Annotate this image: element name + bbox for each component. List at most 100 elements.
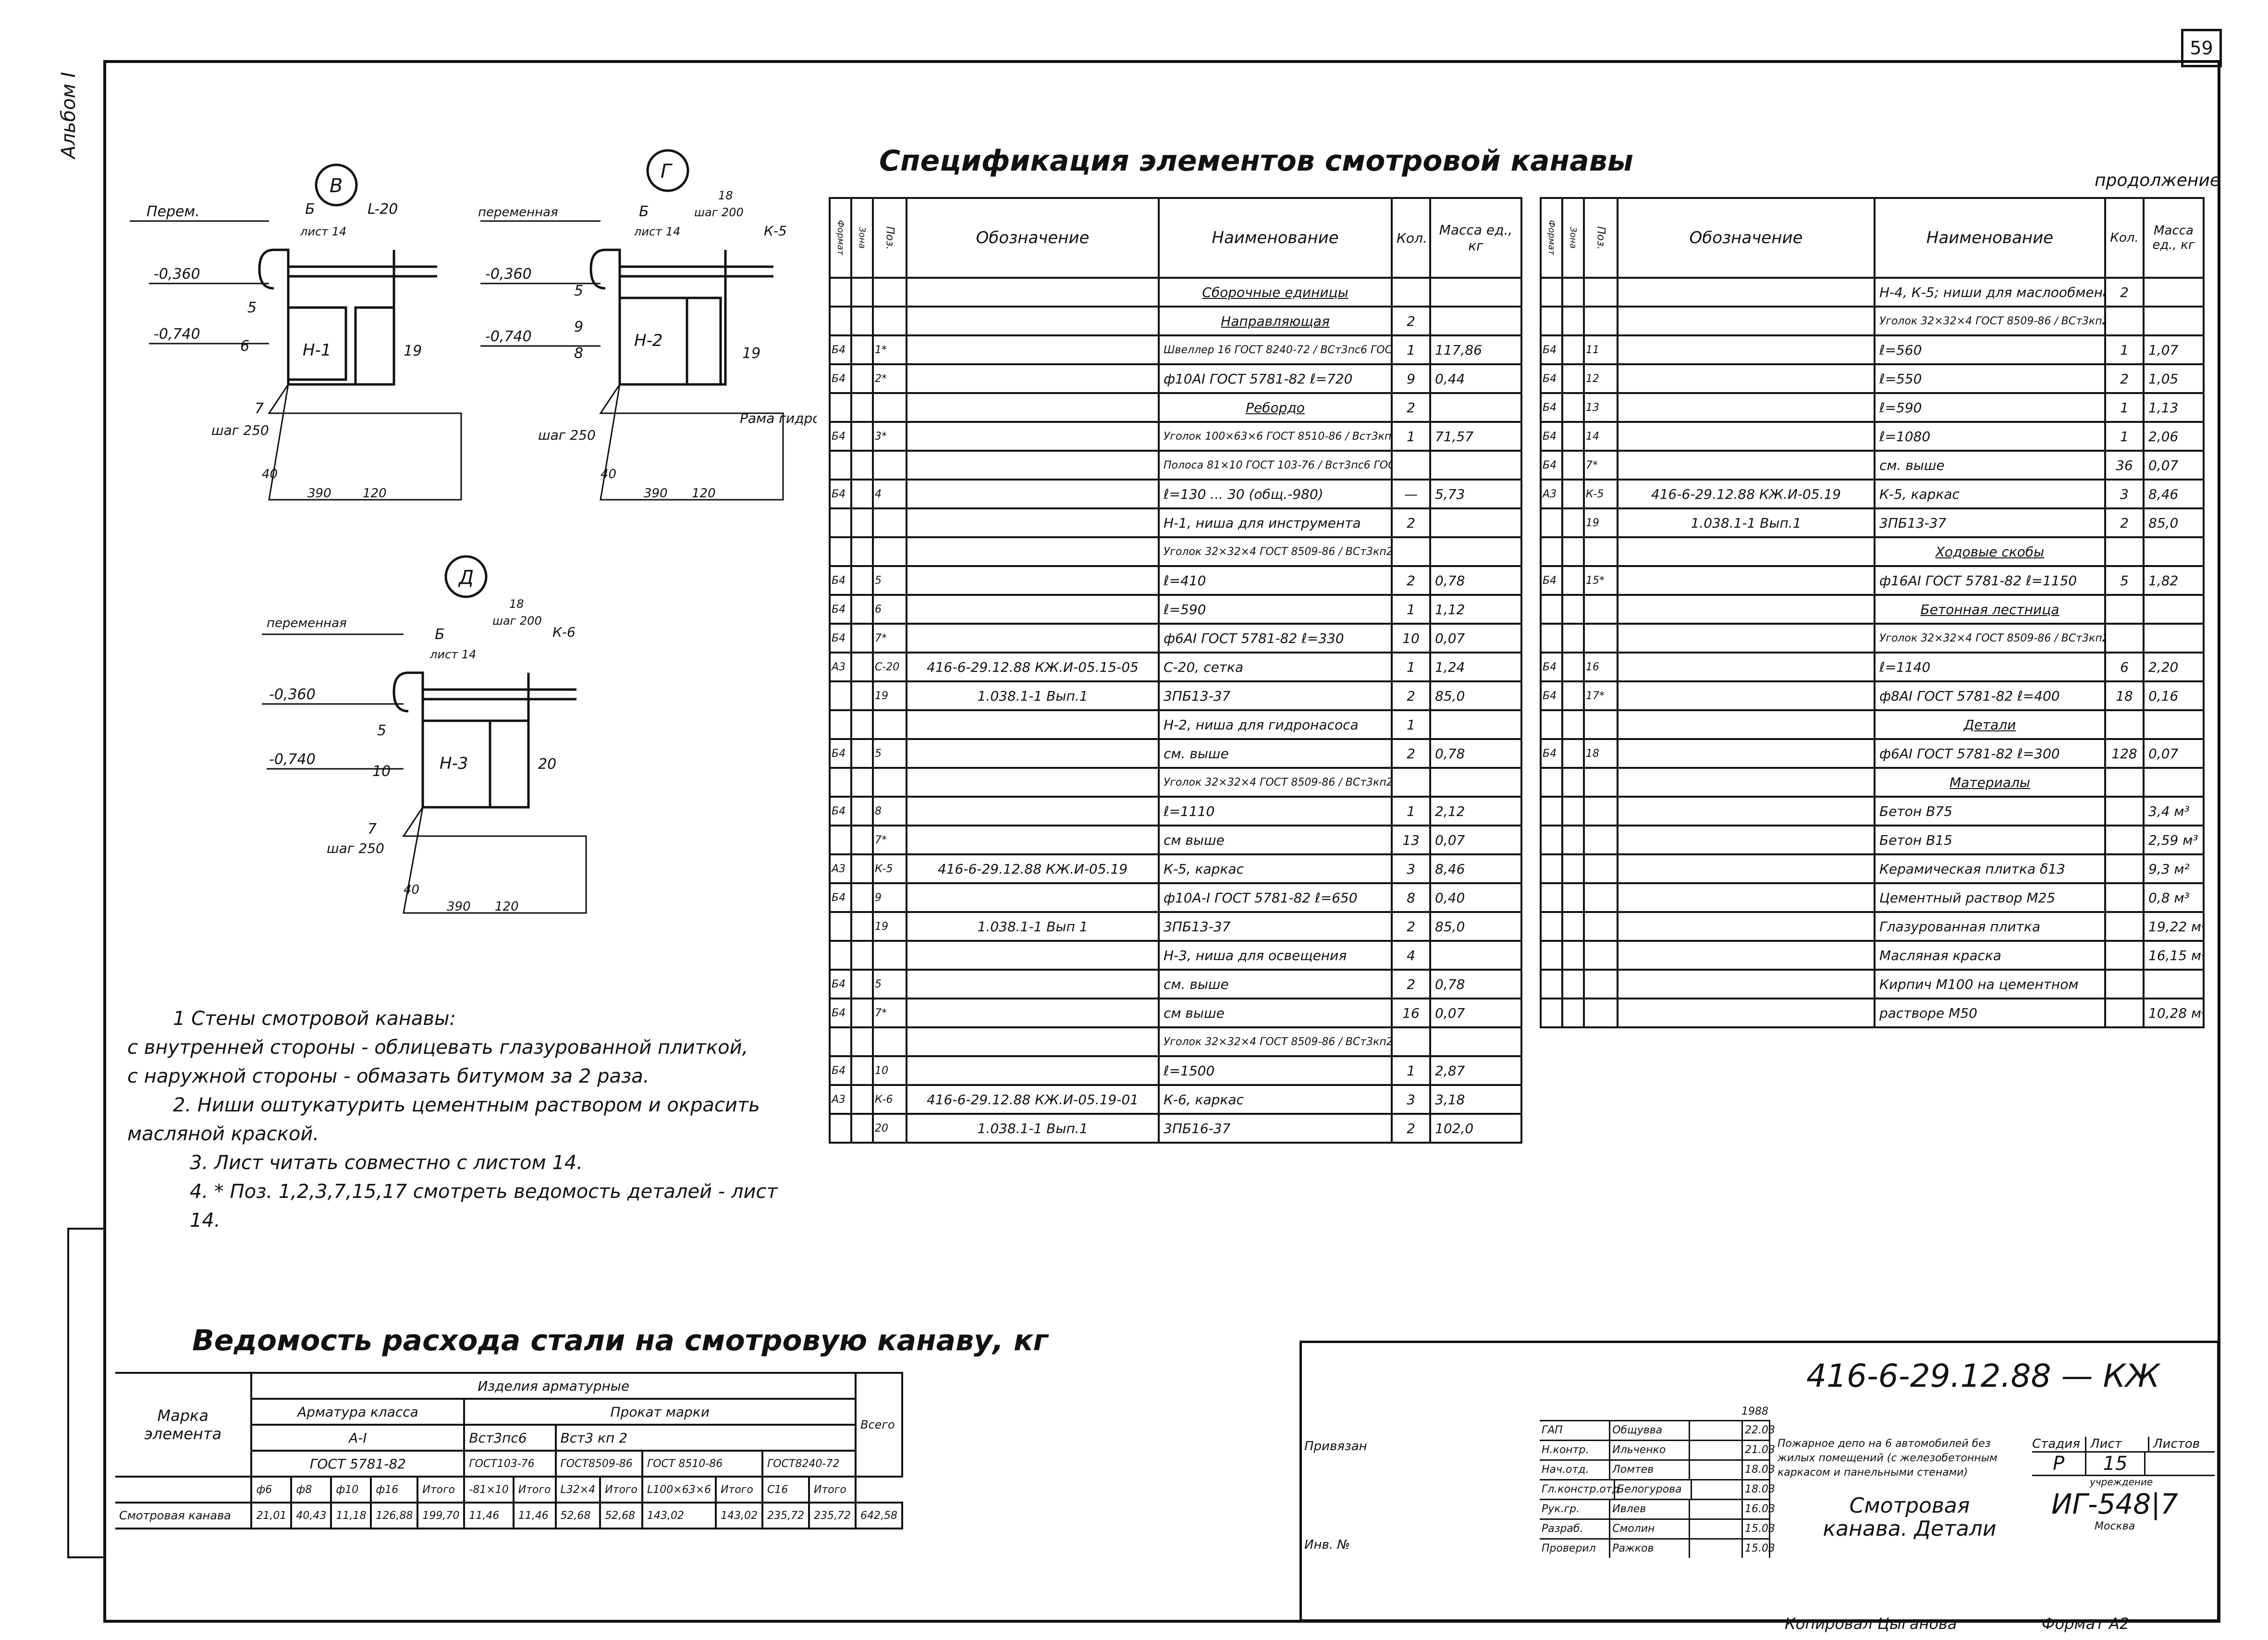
spec-cell-pos: 19	[872, 680, 907, 711]
spec-cell-name: ℓ=550	[1874, 363, 2106, 394]
spec-cell-pos	[872, 767, 907, 798]
spec-cell-pos	[1583, 594, 1618, 625]
spec-cell-qty: 3	[2104, 479, 2145, 509]
detail-v-list: лист 14	[300, 225, 346, 238]
spec-cell-qty	[2104, 623, 2145, 654]
spec-cell-designation	[906, 363, 1160, 394]
spec-cell-zone	[850, 306, 874, 336]
spec-cell-mass: 2,12	[1429, 796, 1522, 826]
spec-cell-name: Материалы	[1874, 767, 2106, 798]
col-zone: Зона	[850, 197, 874, 279]
spec-cell-designation	[906, 450, 1160, 481]
stamp-date: 18.03	[1743, 1480, 1775, 1499]
steel-value: 199,70	[417, 1502, 466, 1529]
spec-cell-designation: 1.038.1-1 Вып.1	[906, 1113, 1160, 1144]
spec-cell-mass: 19,22 м²	[2143, 911, 2205, 942]
spec-cell-designation	[1617, 594, 1876, 625]
spec-cell-qty	[2104, 911, 2145, 942]
spec-cell-designation	[906, 392, 1160, 423]
spec-cell-qty: 2	[1391, 911, 1431, 942]
spec-cell-name: см. выше	[1158, 969, 1393, 999]
detail-v-n5: 5	[247, 299, 257, 316]
spec-cell-format: Б4	[829, 969, 852, 999]
spec-cell-designation	[906, 334, 1160, 365]
detail-v-n7: 7	[255, 400, 264, 417]
detail-g-list: лист 14	[634, 225, 680, 238]
spec-cell-zone	[850, 623, 874, 654]
spec-cell-format: Б4	[829, 796, 852, 826]
spec-cell-zone	[1561, 680, 1585, 711]
spec-cell-zone	[1561, 392, 1585, 423]
spec-cell-zone	[1561, 623, 1585, 654]
spec-cell-mass: 0,78	[1429, 738, 1522, 769]
spec-cell-mass	[1429, 277, 1522, 308]
detail-g-n18: 18	[718, 189, 733, 202]
spec-cell-qty: 1	[2104, 421, 2145, 452]
spec-cell-name: ℓ=1080	[1874, 421, 2106, 452]
stamp-city: Москва	[2095, 1520, 2135, 1532]
spec-cell-zone	[850, 767, 874, 798]
spec-cell-mass: 102,0	[1429, 1113, 1522, 1144]
spec-cell-pos: 3*	[872, 421, 907, 452]
col-designation: Обозначение	[1617, 197, 1876, 279]
stamp-role: Н.контр.	[1540, 1441, 1611, 1459]
spec-cell-designation	[1617, 363, 1876, 394]
spec-cell-designation: 416-6-29.12.88 КЖ.И-05.19-01	[906, 1084, 1160, 1115]
spec-cell-qty	[2104, 882, 2145, 913]
spec-cell-pos	[872, 306, 907, 336]
detail-g-mark: Г	[661, 160, 673, 183]
spec-cell-designation	[906, 969, 1160, 999]
spec-cell-pos	[1583, 623, 1618, 654]
steel-ai: А-I	[250, 1424, 466, 1452]
steel-sub-header: L32×4	[554, 1476, 601, 1504]
spec-cell-name: Н-3, ниша для освещения	[1158, 940, 1393, 971]
spec-cell-pos: 8	[872, 796, 907, 826]
col-pos: Поз.	[1583, 197, 1618, 279]
spec-cell-pos: 5	[872, 565, 907, 596]
col-designation: Обозначение	[906, 197, 1160, 279]
stamp-name: Ильченко	[1610, 1441, 1691, 1459]
spec-cell-mass: 1,05	[2143, 363, 2205, 394]
spec-cell-format: Б4	[829, 594, 852, 625]
spec-cell-zone	[850, 652, 874, 682]
spec-cell-designation	[906, 306, 1160, 336]
spec-cell-pos	[1583, 969, 1618, 999]
stamp-inv: Инв. №	[1304, 1538, 1350, 1552]
spec-cell-format: Б4	[1540, 450, 1563, 481]
spec-cell-qty: 2	[1391, 392, 1431, 423]
spec-cell-pos	[1583, 767, 1618, 798]
spec-cell-format: Б4	[1540, 392, 1563, 423]
stamp-name: Ивлев	[1610, 1500, 1691, 1518]
spec-cell-qty	[2104, 940, 2145, 971]
spec-cell-qty: 1	[1391, 594, 1431, 625]
spec-cell-format	[829, 1113, 852, 1144]
spec-cell-name: ф10АI ГОСТ 5781-82 ℓ=720	[1158, 363, 1393, 394]
spec-cell-qty: 2	[1391, 507, 1431, 538]
spec-cell-designation	[906, 940, 1160, 971]
spec-cell-pos	[872, 536, 907, 567]
detail-d-list: лист 14	[429, 648, 476, 661]
spec-cell-qty: 2	[1391, 1113, 1431, 1144]
steel-total-header: Всего	[855, 1372, 903, 1478]
spec-row: Бетонная лестница	[1540, 594, 2205, 625]
spec-cell-pos: 7*	[872, 825, 907, 855]
spec-cell-mass	[2143, 709, 2205, 740]
steel-gost5781: ГОСТ 5781-82	[250, 1450, 466, 1478]
spec-cell-qty	[2104, 536, 2145, 567]
spec-cell-pos	[1583, 277, 1618, 308]
spec-cell-mass: 85,0	[1429, 680, 1522, 711]
steel-value: 40,43	[290, 1502, 332, 1529]
spec-cell-mass	[1429, 306, 1522, 336]
spec-cell-mass: 85,0	[1429, 911, 1522, 942]
spec-cell-mass: 0,78	[1429, 969, 1522, 999]
spec-cell-pos	[1583, 882, 1618, 913]
spec-cell-mass: 1,24	[1429, 652, 1522, 682]
